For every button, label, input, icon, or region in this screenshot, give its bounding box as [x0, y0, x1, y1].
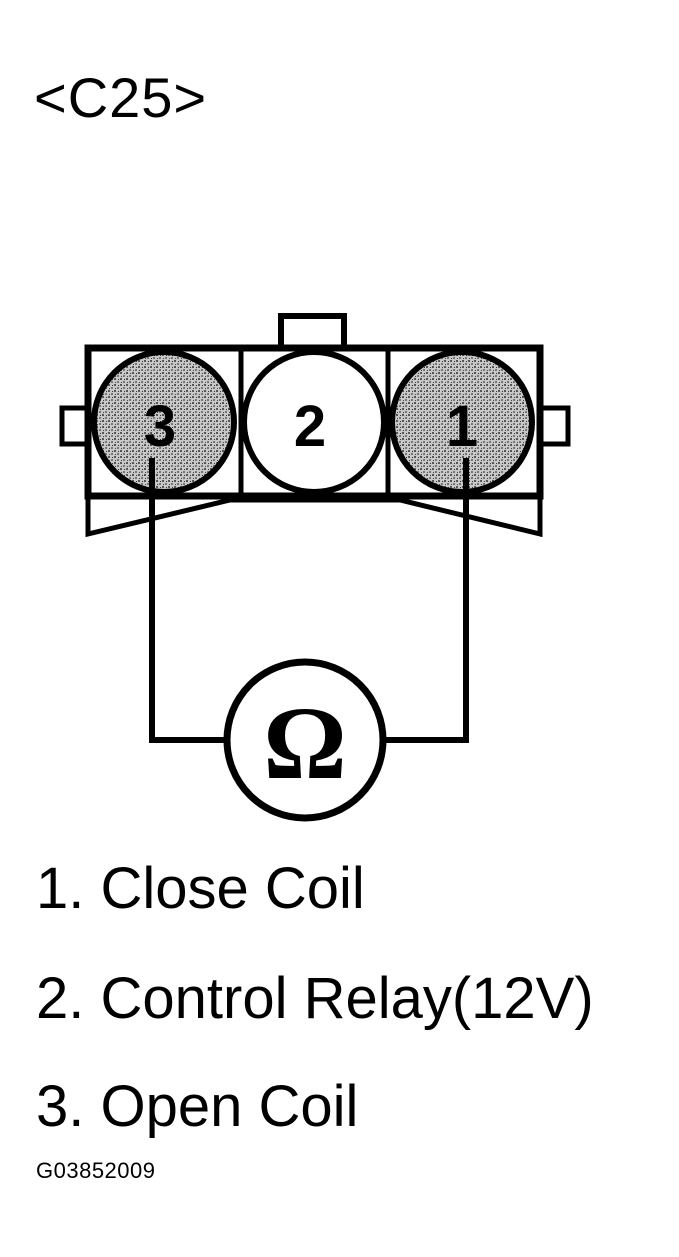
connector-id-label: <C25>	[34, 66, 208, 129]
ohmmeter-circle	[223, 658, 387, 822]
legend-item: 1. Close Coil	[36, 856, 365, 921]
legend-item: 2. Control Relay(12V)	[36, 966, 594, 1031]
terminal-1-circle	[389, 349, 535, 495]
connector-skirt	[85, 496, 543, 538]
connector-test-diagram: 3 2 1 Ω	[59, 313, 571, 822]
terminal-2-circle	[241, 349, 387, 495]
figure-code: G03852009	[36, 1158, 156, 1183]
ohm-icon: Ω	[263, 686, 346, 801]
test-lead-left	[149, 458, 228, 743]
legend-item: 3. Open Coil	[36, 1074, 359, 1139]
terminal-2-label: 2	[294, 394, 326, 459]
test-lead-right	[382, 458, 469, 743]
terminal-1-label: 1	[446, 394, 478, 459]
connector-lock-tab	[278, 313, 347, 351]
terminal-3-label: 3	[144, 394, 176, 459]
connector-right-tab	[537, 405, 571, 447]
terminal-3-circle	[91, 349, 237, 495]
